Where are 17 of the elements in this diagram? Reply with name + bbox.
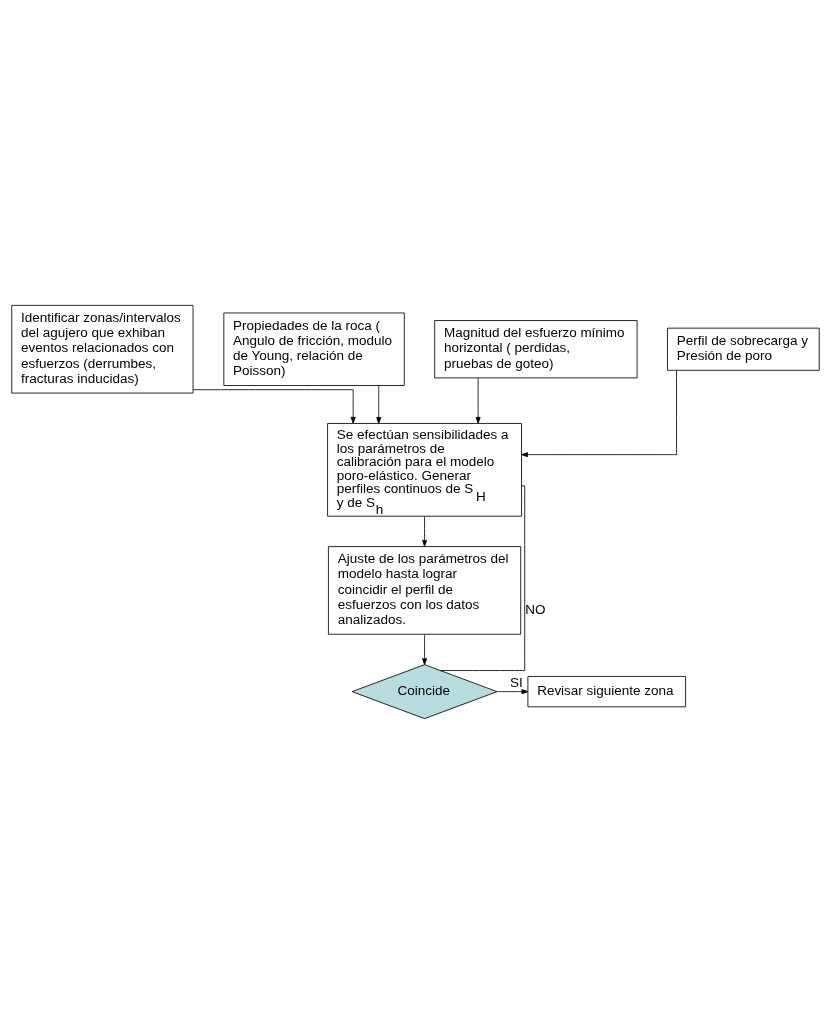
arrow [422, 516, 428, 547]
arrow [422, 634, 428, 665]
arrow [496, 689, 529, 695]
node-box: Ajuste de los parámetros del modelo hasta lograr coincidir el perfil de esfuerzos con los datos analizados. [328, 546, 522, 635]
arrow [376, 385, 382, 424]
arrow [475, 377, 481, 424]
edge-label: SI [509, 675, 523, 691]
node-box: Propiedades de la roca ( Angulo de fricción, modulo de Young, relación de Poisson) [223, 312, 405, 386]
connector [440, 485, 526, 671]
arrow [521, 370, 677, 458]
edge-label: NO [525, 602, 546, 618]
node-box: Identificar zonas/intervalos del agujero que exhiban eventos relacionados con esfuerzos (derrumbes, fracturas inducidas) [11, 304, 194, 394]
node-diamond: Coincide [351, 664, 498, 720]
node-box: Perfil de sobrecarga y Presión de poro [667, 327, 820, 371]
node-box: Magnitud del esfuerzo mínimo horizontal ( perdidas, pruebas de goteo) [434, 320, 638, 379]
arrow [192, 389, 356, 424]
node-box: Revisar siguiente zona [527, 676, 686, 708]
